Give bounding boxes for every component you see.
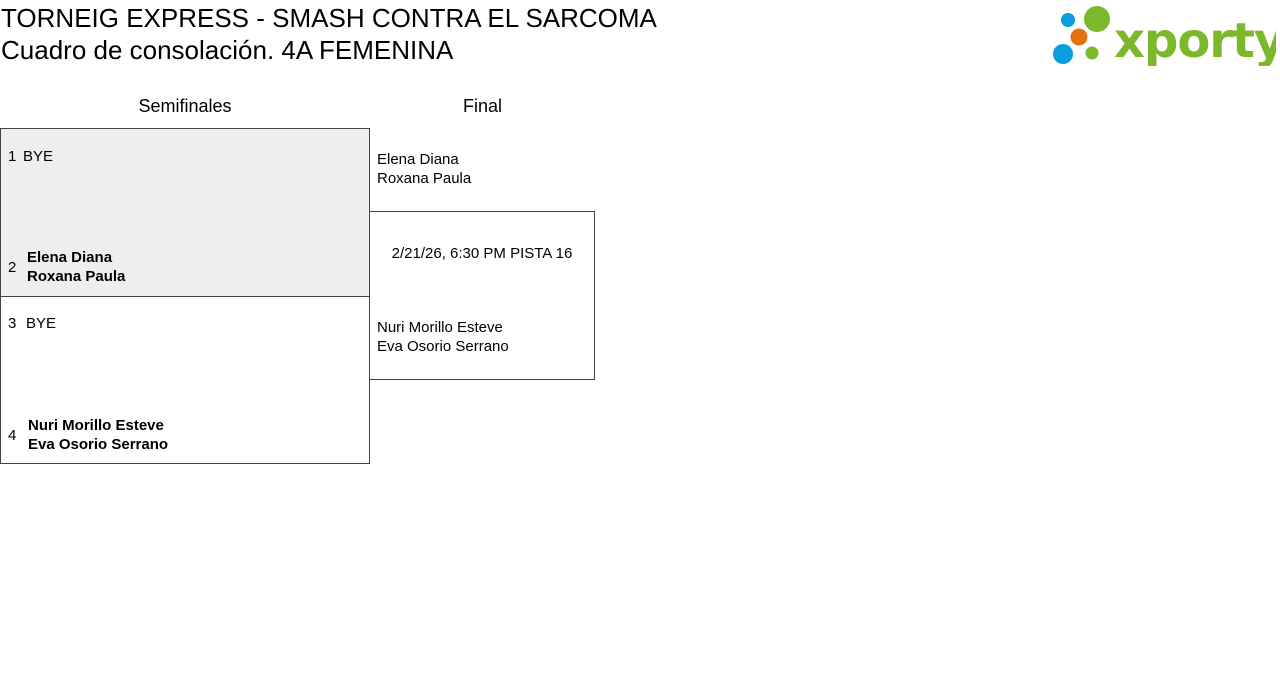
seed-3: 3	[8, 315, 17, 332]
xporty-logo: xporty	[1050, 4, 1280, 69]
round-header-final: Final	[462, 96, 502, 116]
round-header-semifinales: Semifinales	[138, 96, 232, 116]
team-2-player-2: Roxana Paula	[27, 268, 126, 285]
tournament-title: TORNEIG EXPRESS - SMASH CONTRA EL SARCOM…	[1, 3, 657, 33]
final-team-a-player-1: Elena Diana	[377, 151, 459, 168]
draw-subtitle: Cuadro de consolación. 4A FEMENINA	[1, 35, 454, 65]
svg-text:xporty: xporty	[1114, 13, 1276, 66]
semifinal-match-1[interactable]	[0, 128, 370, 297]
team-1: BYE	[23, 148, 54, 165]
team-4-player-2: Eva Osorio Serrano	[28, 436, 169, 453]
team-2-player-1: Elena Diana	[27, 249, 113, 266]
semifinal-match-2[interactable]	[0, 296, 370, 464]
final-team-b-player-2: Eva Osorio Serrano	[377, 338, 509, 355]
seed-2: 2	[8, 259, 17, 276]
final-team-b-player-1: Nuri Morillo Esteve	[377, 319, 503, 336]
seed-4: 4	[8, 427, 17, 444]
team-3: BYE	[26, 315, 57, 332]
final-match[interactable]	[369, 211, 595, 380]
final-schedule: 2/21/26, 6:30 PM PISTA 16	[391, 245, 573, 262]
team-4-player-1: Nuri Morillo Esteve	[28, 417, 164, 434]
seed-1: 1	[8, 148, 17, 165]
final-team-a-player-2: Roxana Paula	[377, 170, 472, 187]
